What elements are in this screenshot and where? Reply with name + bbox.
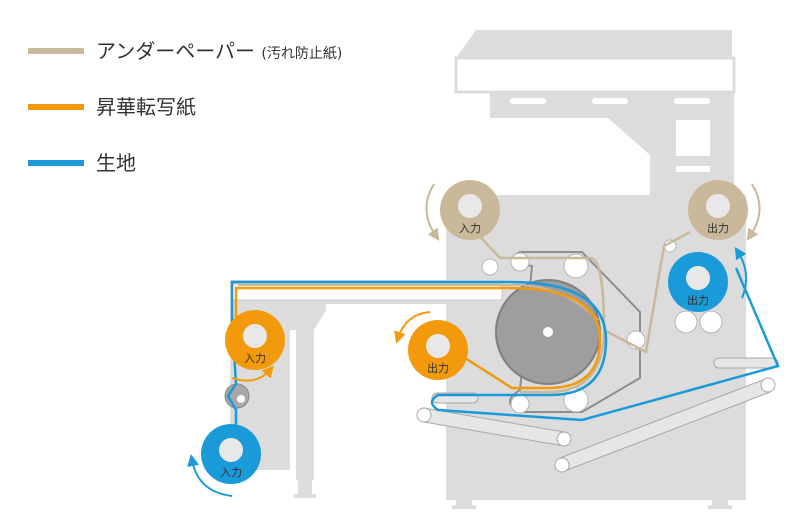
- heat-drum: [495, 279, 601, 385]
- under-paper-path: [471, 227, 691, 394]
- under-paper-input-label: 入力: [459, 222, 481, 235]
- fabric-output-label: 出力: [687, 293, 709, 307]
- fabric-output-arrow: [734, 246, 748, 299]
- under-paper-input-roll: 入力: [440, 180, 500, 240]
- fabric-label: 生地: [96, 151, 136, 175]
- transfer-paper-input-roll: 入力: [225, 310, 285, 370]
- machine-top-housing: [454, 30, 736, 195]
- transfer-paper-path: [234, 286, 602, 390]
- transfer-paper-input-arrow: [231, 365, 274, 382]
- under-paper-swatch: [28, 48, 84, 54]
- under-paper-output-roll: 出力: [688, 180, 748, 240]
- fabric-input-roll: 入力: [201, 424, 261, 484]
- transfer-paper-label: 昇華転写紙: [96, 95, 196, 119]
- transfer-paper-output-arrow: [394, 311, 431, 344]
- fabric-input-arrow: [187, 454, 233, 497]
- under-paper-label: アンダーペーパー: [96, 39, 255, 63]
- conveyor-bars: [416, 357, 779, 473]
- transfer-paper-output-label: 出力: [427, 361, 449, 375]
- under-paper-note: (汚れ防止紙): [261, 46, 343, 62]
- fabric-path: [226, 267, 780, 444]
- under-paper-output-label: 出力: [707, 221, 729, 235]
- transfer-paper-output-roll: 出力: [408, 320, 468, 380]
- transfer-paper-input-label: 入力: [244, 352, 266, 365]
- transfer-paper-swatch: [28, 104, 84, 110]
- fabric-input-label: 入力: [220, 466, 242, 479]
- under-paper-output-arrow: [746, 183, 761, 241]
- fabric-output-roll: 出力: [668, 252, 728, 312]
- fabric-swatch: [28, 160, 84, 166]
- under-paper-input-arrow: [425, 183, 440, 241]
- legend-label-under-paper: アンダーペーパー (汚れ防止紙): [96, 36, 342, 69]
